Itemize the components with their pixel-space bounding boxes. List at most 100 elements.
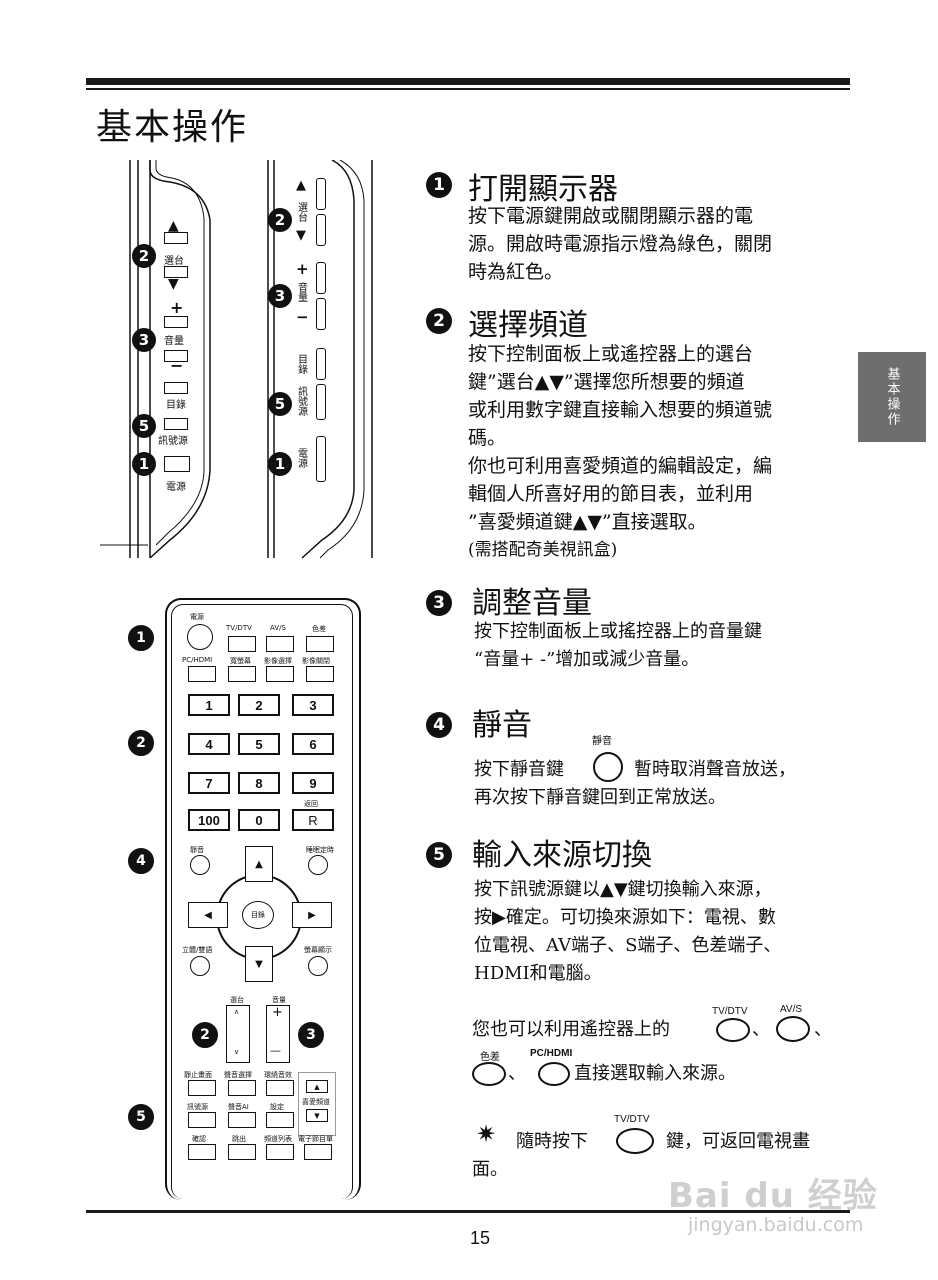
remote-chlist-button[interactable]: [266, 1144, 294, 1160]
remote-component-button[interactable]: [306, 636, 334, 652]
remote-key-8[interactable]: 8: [238, 772, 280, 794]
remote-soundai-button[interactable]: [228, 1112, 256, 1128]
avs-icon: [776, 1016, 810, 1042]
right-volume-up-button[interactable]: [316, 262, 326, 294]
remote-key-9[interactable]: 9: [292, 772, 334, 794]
section-2-number: 2: [426, 308, 452, 334]
remote-down-button[interactable]: ▼: [245, 946, 273, 982]
remote-epg-button[interactable]: [304, 1144, 332, 1160]
remote-badge-1: 1: [128, 625, 154, 651]
remote-fav-up-button[interactable]: ▲: [306, 1080, 328, 1093]
left-volume-down-button[interactable]: [164, 350, 188, 362]
remote-sound-button[interactable]: [228, 1080, 256, 1096]
section-4-mute-icon-label: 靜音: [592, 736, 612, 747]
remote-key-7[interactable]: 7: [188, 772, 230, 794]
section-5-title: 輸入來源切換: [472, 838, 652, 873]
remote-wide-button[interactable]: [228, 666, 256, 682]
remote-tvdtv-button[interactable]: [228, 636, 256, 652]
remote-key-4[interactable]: 4: [188, 733, 230, 755]
remote-picture-button[interactable]: [266, 666, 294, 682]
remote-right-button[interactable]: ▶: [292, 902, 332, 928]
remote-exit-label: 跳出: [232, 1135, 246, 1143]
remote-outline: [165, 598, 361, 1200]
remote-exit-button[interactable]: [228, 1144, 256, 1160]
remote-key-100[interactable]: 100: [188, 809, 230, 831]
right-channel-down-button[interactable]: [316, 214, 326, 246]
section-3-line: 按下控制面板上或搖控器上的音量鍵: [474, 621, 762, 642]
section-2-line: 按下控制面板上或遙控器上的選台: [468, 343, 754, 365]
remote-key-6[interactable]: 6: [292, 733, 334, 755]
section-5-line: 位電視、AV端子、S端子、色差端子、: [474, 935, 782, 956]
remote-vol-plus-icon: +: [272, 1005, 283, 1020]
remote-sleep-label: 睡眠定時: [306, 846, 334, 854]
remote-channel-label: 選台: [230, 996, 244, 1004]
right-down-arrow: ▼: [296, 228, 306, 243]
right-source-label: 訊號源: [298, 387, 308, 418]
remote-left-button[interactable]: ◀: [188, 902, 228, 928]
remote-up-button[interactable]: ▲: [245, 846, 273, 882]
left-power-button[interactable]: [164, 456, 190, 472]
remote-display-button[interactable]: [308, 956, 328, 976]
left-source-label: 訊號源: [158, 436, 188, 447]
left-channel-down-button[interactable]: [164, 266, 188, 278]
right-volume-label: 音量: [298, 283, 308, 304]
right-menu-button[interactable]: [316, 348, 326, 380]
remote-ok-button[interactable]: [188, 1144, 216, 1160]
watermark-url: jingyan.baidu.com: [688, 1214, 864, 1236]
remote-power-button[interactable]: [187, 624, 213, 650]
remote-sleep-button[interactable]: [308, 855, 328, 875]
right-menu-label: 目錄: [298, 355, 308, 376]
left-volume-up-button[interactable]: [164, 316, 188, 328]
remote-surround-button[interactable]: [266, 1080, 294, 1096]
left-panel-outline: [100, 160, 211, 559]
remote-fav-down-button[interactable]: ▼: [306, 1109, 328, 1122]
top-rule-thin: [86, 88, 850, 90]
right-channel-up-button[interactable]: [316, 178, 326, 210]
remote-freeze-button[interactable]: [188, 1080, 216, 1096]
remote-picoff-button[interactable]: [306, 666, 334, 682]
remote-pchdmi-button[interactable]: [188, 666, 216, 682]
remote-menu-button[interactable]: 目錄: [242, 901, 274, 929]
right-source-button[interactable]: [316, 384, 326, 420]
remote-key-2[interactable]: 2: [238, 694, 280, 716]
remote-fav-up-icon: ▲: [314, 1082, 320, 1091]
right-channel-label: 選台: [298, 203, 308, 224]
component-icon-label: 色差: [480, 1052, 500, 1063]
remote-inner-outline: [171, 604, 353, 1199]
remote-key-0[interactable]: 0: [238, 809, 280, 831]
remote-key-1[interactable]: 1: [188, 694, 230, 716]
side-tab: 基本操作: [858, 352, 926, 442]
left-minus: −: [170, 356, 184, 375]
section-2-line: (需搭配奇美視訊盒): [468, 540, 618, 560]
remote-badge-2b: 2: [192, 1022, 218, 1048]
left-menu-button[interactable]: [164, 382, 188, 394]
section-3-body: 按下控制面板上或搖控器上的音量鍵 “音量+ -”增加或減少音量。: [474, 618, 834, 674]
remote-key-5[interactable]: 5: [238, 733, 280, 755]
remote-badge-2: 2: [128, 730, 154, 756]
section-1-body: 按下電源鍵開啟或關閉顯示器的電 源。開啟時電源指示燈為綠色，關閉 時為紅色。: [468, 202, 818, 286]
remote-stereo-button[interactable]: [190, 956, 210, 976]
remote-mute-button[interactable]: [190, 855, 210, 875]
remote-badge-4: 4: [128, 848, 154, 874]
remote-right-icon: ▶: [308, 909, 316, 921]
right-volume-down-button[interactable]: [316, 298, 326, 330]
remote-key-3[interactable]: 3: [292, 694, 334, 716]
remote-tvdtv-label: TV/DTV: [226, 624, 252, 632]
remote-channel-rocker[interactable]: ∧ ∨: [226, 1005, 250, 1063]
right-badge-3: 3: [268, 284, 292, 308]
remote-source-button[interactable]: [188, 1112, 216, 1128]
component-icon: [472, 1062, 506, 1086]
remote-avs-button[interactable]: [266, 636, 294, 652]
remote-setup-button[interactable]: [266, 1112, 294, 1128]
remote-key-return[interactable]: R: [292, 809, 334, 831]
left-source-button[interactable]: [164, 418, 188, 430]
remote-chlist-label: 頻道列表: [264, 1135, 292, 1143]
remote-freeze-label: 靜止畫面: [184, 1071, 212, 1079]
right-power-button[interactable]: [316, 436, 326, 482]
left-channel-up-button[interactable]: [164, 232, 188, 244]
remote-fav-label: 喜愛頻道: [302, 1098, 330, 1106]
pchdmi-icon: [538, 1062, 570, 1086]
left-power-label: 電源: [166, 482, 186, 493]
remote-volume-rocker[interactable]: + —: [266, 1005, 290, 1063]
section-2-line: 鍵”選台▲▼”選擇您所想要的頻道: [468, 371, 745, 393]
